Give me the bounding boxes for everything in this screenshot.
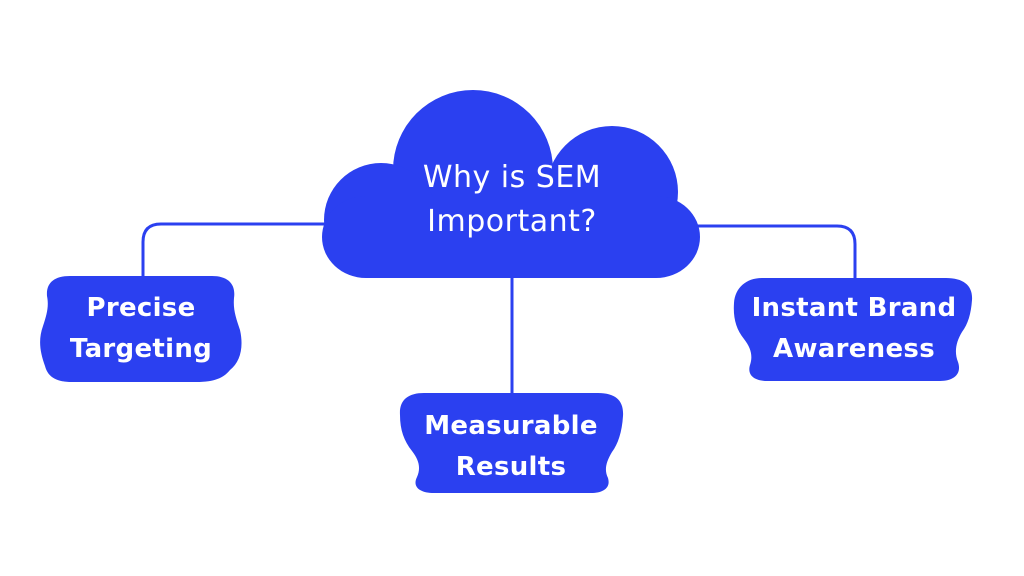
- node-label-line2: Results: [455, 452, 567, 482]
- node-label-line1: Instant Brand: [751, 293, 957, 323]
- node-shape-measurable-results: [399, 393, 624, 493]
- node-shape-precise-targeting: [40, 276, 242, 382]
- node-label-precise-targeting: Precise Targeting: [31, 288, 251, 370]
- node-label-line1: Precise: [86, 293, 196, 323]
- node-label-line1: Measurable: [424, 411, 598, 441]
- cloud-title: Why is SEM Important?: [362, 156, 662, 244]
- node-label-line2: Targeting: [69, 334, 213, 364]
- node-label-line2: Awareness: [773, 334, 935, 364]
- cloud-shape: [322, 90, 700, 278]
- connector-left: [141, 222, 332, 279]
- node-label-instant-brand-awareness: Instant Brand Awareness: [724, 288, 984, 370]
- cloud-title-line1: Why is SEM: [422, 160, 602, 195]
- connector-right: [692, 224, 857, 281]
- cloud-title-line2: Important?: [427, 204, 597, 239]
- node-shape-instant-brand-awareness: [733, 278, 973, 381]
- node-label-measurable-results: Measurable Results: [401, 406, 621, 488]
